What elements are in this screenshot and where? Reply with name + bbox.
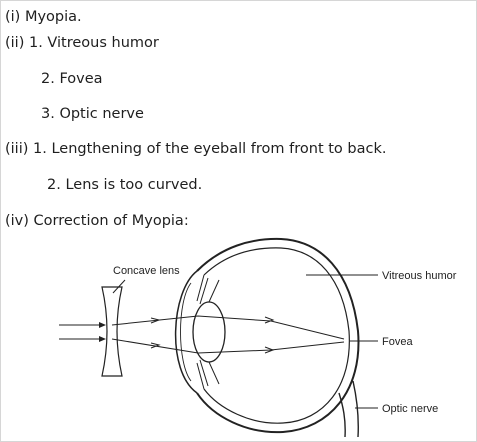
ray-top: [111, 315, 345, 340]
ray-arrow-2: [150, 342, 161, 349]
ciliary-top: [208, 279, 220, 303]
optic-nerve: [338, 380, 359, 438]
concave-lens-shape: [101, 286, 123, 377]
answer-iii-1: (iii) 1. Lengthening of the eyeball from…: [5, 141, 387, 157]
answer-iv: (iv) Correction of Myopia:: [5, 213, 189, 229]
answer-ii-2: 2. Fovea: [41, 71, 103, 87]
answer-iii-2: 2. Lens is too curved.: [47, 177, 203, 193]
answer-ii-3: 3. Optic nerve: [41, 106, 144, 122]
eyeball-inner: [203, 247, 350, 424]
answer-i: (i) Myopia.: [5, 9, 82, 25]
ray-arrow-3: [264, 316, 275, 324]
cornea-inner: [180, 282, 192, 382]
iris-upper: [196, 274, 209, 305]
lens-label-leader: [112, 279, 126, 294]
eyeball-outer: [196, 237, 360, 434]
ray-arrow-1: [150, 317, 161, 324]
label-optic-nerve: Optic nerve: [382, 403, 438, 415]
ray-arrow-4: [264, 346, 275, 354]
label-vitreous-humor: Vitreous humor: [382, 270, 457, 282]
iris-lower: [196, 359, 209, 390]
ray-bottom: [111, 338, 345, 354]
label-concave-lens: Concave lens: [113, 265, 180, 277]
cornea: [174, 270, 198, 394]
answer-ii-1: (ii) 1. Vitreous humor: [5, 35, 159, 51]
ciliary-bottom: [208, 361, 220, 385]
label-fovea: Fovea: [382, 336, 413, 348]
